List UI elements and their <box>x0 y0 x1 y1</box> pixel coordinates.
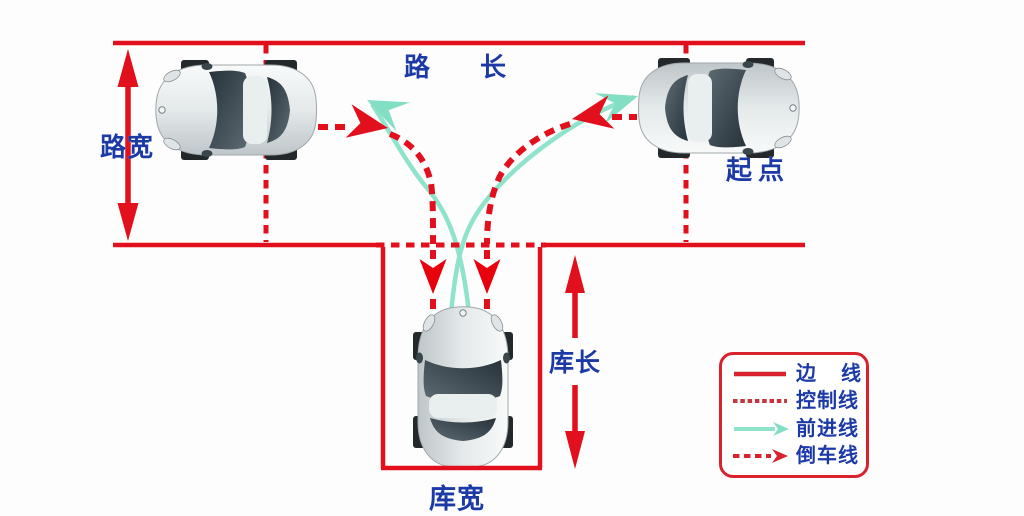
garage-length-label: 库长 <box>549 349 602 377</box>
legend-item-reverse-line: 倒车线 <box>731 444 866 468</box>
legend: 边线 控制线 前进线 倒车线 <box>719 352 869 478</box>
reverse-line-left-curve <box>388 131 436 245</box>
road-width-arrow <box>117 49 139 241</box>
dashed-line-swatch-icon <box>733 399 787 404</box>
garage-length-arrow <box>565 255 585 469</box>
garage-length-arrowhead-down-icon <box>565 431 585 469</box>
legend-label-boundary-line: 边线 <box>796 363 886 386</box>
garage-entry-arrow-right-icon <box>473 259 501 294</box>
forward-line-left <box>370 102 472 314</box>
legend-label-forward-line: 前进线 <box>796 417 859 440</box>
legend-label-control-line: 控制线 <box>796 390 859 413</box>
car-left <box>155 59 317 161</box>
forward-arrow-swatch-icon <box>734 421 789 436</box>
start-point-label: 起点 <box>726 155 791 185</box>
solid-line-swatch-icon <box>734 371 786 377</box>
forward-line-right <box>448 94 635 314</box>
garage-length-arrowhead-up-icon <box>565 255 585 293</box>
road-width-arrowhead-down-icon <box>117 203 139 241</box>
boundary-lines <box>113 40 805 471</box>
legend-item-forward-line: 前进线 <box>731 417 866 441</box>
road-width-arrowhead-up-icon <box>117 49 139 87</box>
forward-lines <box>370 94 635 314</box>
reverse-line-right-curve <box>484 121 571 245</box>
reverse-arrowhead-right-icon <box>569 95 615 136</box>
reverse-lines <box>318 114 637 310</box>
road-length-label: 路长 <box>404 52 557 82</box>
car-start-point <box>638 57 800 159</box>
legend-item-control-line: 控制线 <box>731 389 866 413</box>
garage-entry-arrow-left-icon <box>419 259 447 294</box>
reverse-arrow-swatch-icon <box>733 448 788 463</box>
garage-width-label: 库宽 <box>429 484 485 514</box>
legend-label-reverse-line: 倒车线 <box>796 444 859 467</box>
car-in-garage <box>412 306 514 468</box>
legend-item-boundary-line: 边线 <box>731 362 866 386</box>
road-width-label: 路宽 <box>100 132 155 162</box>
